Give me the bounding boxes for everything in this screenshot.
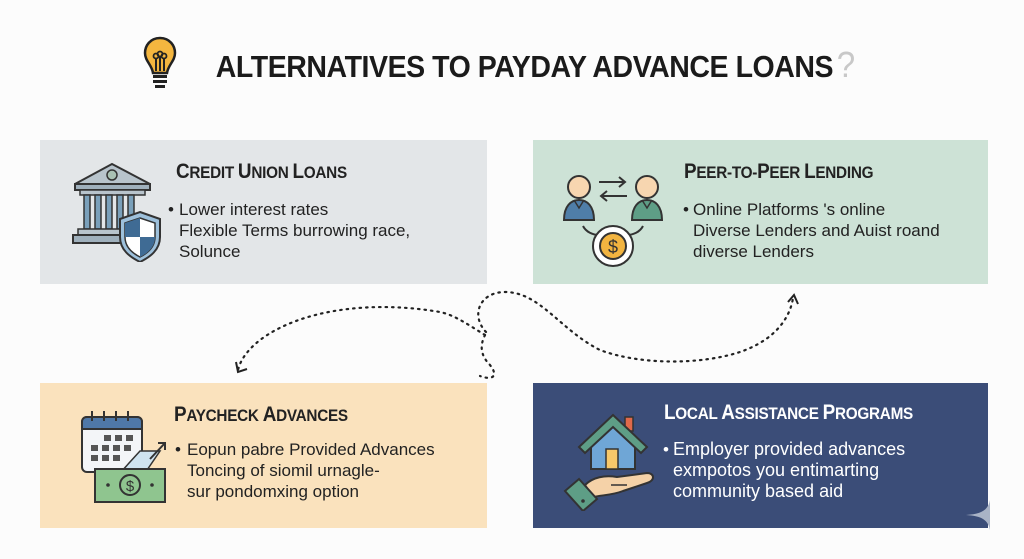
description-line: Solunce [179,242,241,261]
connector-to-peer [477,290,795,363]
card-title: LOCAL ASSISTANCE PROGRAMS [664,401,913,424]
card-description: Eopun pabre Provided Advances Toncing of… [187,439,435,502]
card-credit-union-loans: CREDIT UNION LOANS • Lower interest rate… [40,140,487,284]
sparkle-icon [966,500,990,530]
card-peer-to-peer-lending: $ PEER-TO-PEER LENDING • Online Platform… [533,140,988,284]
calendar-money-icon: $ [81,411,166,503]
bullet-dot: • [683,200,689,219]
bullet-dot: • [663,440,669,459]
card-paycheck-advances: $ PAYCHECK ADVANCES • Eopun pabre Provid… [40,383,487,528]
description-line: Lower interest rates [179,200,329,219]
card-title: PEER-TO-PEER LENDING [684,160,874,183]
description-line: Employer provided advances [673,439,906,459]
house-hand-icon [563,413,654,511]
bank-shield-icon [72,162,161,262]
card-title: PAYCHECK ADVANCES [174,403,348,426]
description-line: Eopun pabre Provided Advances [187,440,435,459]
people-exchange-icon: $ [562,175,664,267]
connector-to-paycheck [236,305,487,372]
lightbulb-icon [143,36,176,88]
description-line: sur pondomxing option [187,482,360,501]
description-line: Toncing of siomil urnagle- [187,461,380,480]
card-description: Employer provided advances exmpotos you … [673,439,905,502]
description-line: exmpotos you entimarting [673,460,880,480]
description-line: Flexible Terms burrowing race, [179,221,411,240]
title-row: ALTERNATIVES TO PAYDAY ADVANCE LOANS? [0,30,1024,100]
svg-text:$: $ [126,478,135,495]
description-line: community based aid [673,481,844,501]
bullet-dot: • [168,200,174,219]
description-line: Online Platforms 's online [693,200,886,219]
card-title: CREDIT UNION LOANS [176,160,347,183]
card-local-assistance-programs: LOCAL ASSISTANCE PROGRAMS • Employer pro… [533,383,988,528]
card-description: Lower interest rates Flexible Terms burr… [179,199,410,262]
page-title: ALTERNATIVES TO PAYDAY ADVANCE LOANS? [215,44,855,85]
card-description: Online Platforms 's online Diverse Lende… [693,199,940,262]
description-line: diverse Lenders [693,242,814,261]
bullet-dot: • [175,440,181,459]
question-mark: ? [836,44,855,85]
description-line: Diverse Lenders and Auist roand [693,221,940,240]
svg-text:$: $ [608,237,618,257]
